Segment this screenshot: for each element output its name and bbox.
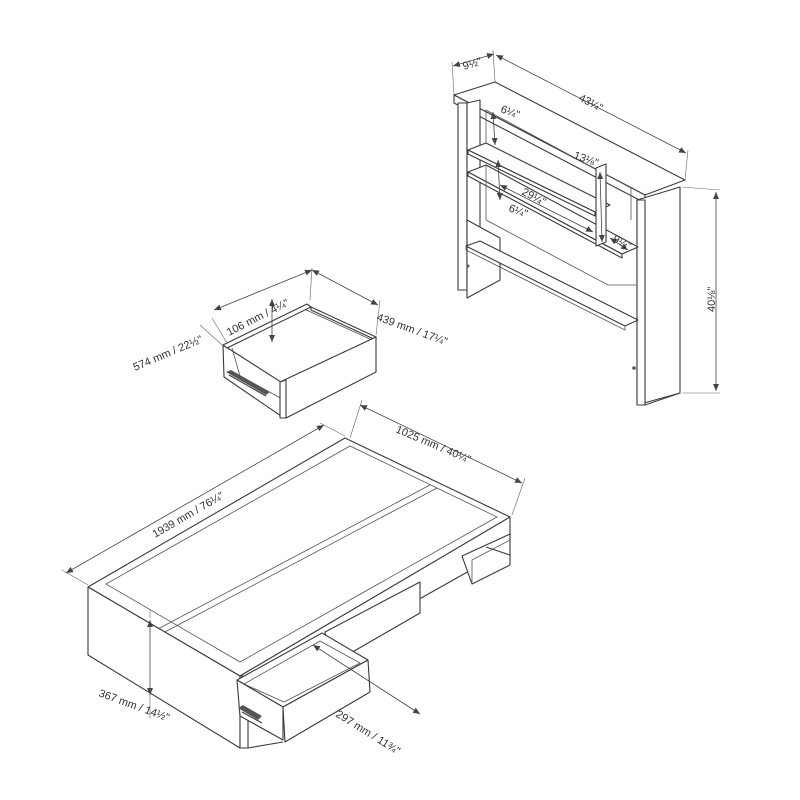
bed-width-label: 1025 mm / 40¼" — [394, 424, 473, 466]
bed-drawer-height-label: 297 mm / 11¾" — [333, 708, 402, 757]
bed — [87, 437, 511, 749]
drawer-dimensions — [199, 267, 381, 346]
bed-dimensions — [61, 399, 526, 718]
drawer-depth-label: 574 mm / 22½" — [131, 334, 204, 374]
headboard — [453, 81, 686, 406]
drawer-width-label: 439 mm / 17¼" — [375, 312, 449, 349]
headboard-width-label: 43¼" — [577, 92, 605, 115]
headboard-dimensions — [451, 49, 721, 394]
headboard-height-label: 40⅛" — [706, 287, 718, 312]
headboard-depth-label: 9½" — [461, 56, 483, 73]
drawer — [222, 303, 377, 419]
